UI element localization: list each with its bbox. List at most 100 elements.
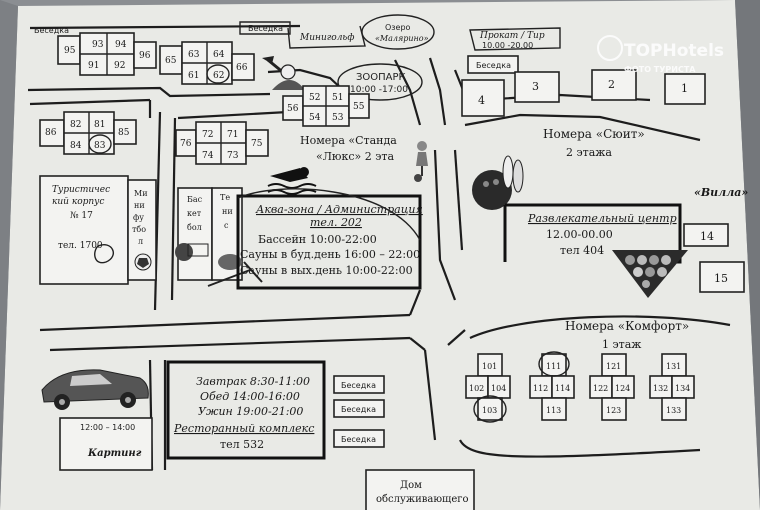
svg-text:Беседка: Беседка <box>341 435 376 444</box>
svg-text:Ужин 19:00-21:00: Ужин 19:00-21:00 <box>198 405 303 418</box>
svg-text:Завтрак 8:30-11:00: Завтрак 8:30-11:00 <box>196 375 310 388</box>
svg-text:2 этажа: 2 этажа <box>566 146 612 159</box>
svg-text:71: 71 <box>227 130 238 140</box>
svg-text:132: 132 <box>653 384 668 393</box>
svg-text:Бассейн 10:00-22:00: Бассейн 10:00-22:00 <box>258 233 377 246</box>
svg-text:82: 82 <box>70 120 81 130</box>
svg-text:113: 113 <box>546 406 561 415</box>
room-94: 94 <box>115 40 127 50</box>
room-92: 92 <box>114 61 125 71</box>
svg-text:Туристичес: Туристичес <box>52 185 110 195</box>
svg-text:103: 103 <box>482 406 497 415</box>
bowling-icon <box>472 155 524 210</box>
svg-text:бол: бол <box>187 223 202 232</box>
sports-car-icon <box>41 369 149 410</box>
svg-text:65: 65 <box>165 56 177 66</box>
comfort-rooms: Номера «Комфорт» 1 этаж 101 102 104 103 … <box>465 319 695 423</box>
svg-text:54: 54 <box>309 113 321 123</box>
villa: «Вилла» 14 15 <box>683 186 748 293</box>
svg-text:134: 134 <box>675 384 690 393</box>
svg-text:83: 83 <box>94 141 106 151</box>
room-93: 93 <box>92 40 104 50</box>
arbor-right: Беседка <box>467 55 519 74</box>
block-5x: 52 51 56 54 53 55 <box>282 85 370 127</box>
top-left-label: Беседка <box>34 26 69 35</box>
karting: 12:00 – 14:00 Картинг <box>59 417 153 471</box>
svg-text:10.00 -20.00: 10.00 -20.00 <box>482 41 533 50</box>
svg-text:кий корпус: кий корпус <box>52 197 104 207</box>
svg-text:1: 1 <box>681 82 688 95</box>
minifootball: Ми ни фу тбо л <box>127 179 157 281</box>
svg-text:75: 75 <box>251 139 263 149</box>
svg-text:Беседка: Беседка <box>341 381 376 390</box>
svg-text:тел 532: тел 532 <box>220 438 264 451</box>
svg-text:86: 86 <box>45 128 57 138</box>
svg-text:61: 61 <box>188 71 199 81</box>
svg-text:Номера «Комфорт»: Номера «Комфорт» <box>565 319 689 333</box>
svg-text:64: 64 <box>213 50 225 60</box>
svg-text:102: 102 <box>469 384 484 393</box>
svg-text:Обед 14:00-16:00: Обед 14:00-16:00 <box>200 390 300 403</box>
svg-text:85: 85 <box>118 128 130 138</box>
svg-text:15: 15 <box>714 272 728 285</box>
restaurant-complex: Завтрак 8:30-11:00 Обед 14:00-16:00 Ужин… <box>166 360 326 460</box>
block-6x: 63 64 65 61 62 66 <box>159 41 255 85</box>
block-7x: 72 71 76 74 73 75 <box>175 121 269 165</box>
svg-text:111: 111 <box>546 362 561 371</box>
svg-text:Номера «Станда: Номера «Станда <box>300 134 397 147</box>
svg-text:2: 2 <box>608 78 615 91</box>
svg-text:131: 131 <box>666 362 681 371</box>
svg-text:ни: ни <box>134 201 145 210</box>
room-91: 91 <box>88 61 99 71</box>
svg-text:112: 112 <box>533 384 548 393</box>
standard-rooms-label: Номера «Станда «Люкс» 2 эта <box>300 134 397 163</box>
svg-text:«Вилла»: «Вилла» <box>694 186 748 199</box>
svg-text:TOPHotels: TOPHotels <box>624 41 724 61</box>
svg-text:10:00 -17:00: 10:00 -17:00 <box>350 85 408 95</box>
svg-text:4: 4 <box>478 94 485 107</box>
svg-text:«Люкс» 2 эта: «Люкс» 2 эта <box>316 150 394 163</box>
svg-text:73: 73 <box>227 151 239 161</box>
svg-text:66: 66 <box>236 63 248 73</box>
tourist-building: Туристичес кий корпус № 17 тел. 1700 <box>39 175 129 285</box>
svg-text:53: 53 <box>332 113 344 123</box>
svg-text:84: 84 <box>70 141 82 151</box>
billiard-icon <box>612 250 688 298</box>
svg-text:Озеро: Озеро <box>385 23 411 32</box>
svg-text:Сауны в буд.день 16:00 – 22:00: Сауны в буд.день 16:00 – 22:00 <box>240 248 420 261</box>
svg-text:62: 62 <box>213 71 224 81</box>
svg-text:Дом: Дом <box>400 480 422 491</box>
svg-text:1 этаж: 1 этаж <box>602 338 641 351</box>
svg-text:«Малярино»: «Малярино» <box>375 34 429 43</box>
suite-rooms-label: Номера «Сюит» 2 этажа <box>543 127 645 159</box>
svg-text:12.00-00.00: 12.00-00.00 <box>546 228 613 241</box>
room-95: 95 <box>64 46 76 56</box>
svg-text:тбо: тбо <box>132 225 146 234</box>
svg-text:51: 51 <box>332 93 343 103</box>
svg-text:Ми: Ми <box>134 189 148 198</box>
svg-text:Беседка: Беседка <box>476 61 511 70</box>
svg-text:56: 56 <box>287 104 299 114</box>
svg-text:ЗООПАРК: ЗООПАРК <box>356 72 406 83</box>
svg-text:55: 55 <box>353 102 365 112</box>
svg-text:81: 81 <box>94 120 105 130</box>
svg-text:Бас: Бас <box>187 195 203 204</box>
tophotels-watermark: TOPHotels ФОТО ТУРИСТА <box>597 35 724 74</box>
svg-text:122: 122 <box>593 384 608 393</box>
roads <box>27 24 731 471</box>
room-96: 96 <box>139 51 151 61</box>
svg-text:121: 121 <box>606 362 621 371</box>
svg-text:Беседка: Беседка <box>248 24 283 33</box>
svg-text:Развлекательный центр: Развлекательный центр <box>527 212 677 225</box>
svg-text:63: 63 <box>188 50 200 60</box>
svg-text:133: 133 <box>666 406 681 415</box>
svg-text:114: 114 <box>555 384 570 393</box>
golf-icon <box>262 56 305 90</box>
svg-text:ни: ни <box>222 207 233 216</box>
svg-text:124: 124 <box>615 384 630 393</box>
svg-text:тел 404: тел 404 <box>560 244 604 257</box>
svg-text:тел. 1700: тел. 1700 <box>58 241 103 251</box>
svg-text:Прокат / Тир: Прокат / Тир <box>479 31 545 41</box>
restaurant-arbors: Беседка Беседка Беседка <box>333 375 385 448</box>
svg-text:л: л <box>138 237 143 246</box>
